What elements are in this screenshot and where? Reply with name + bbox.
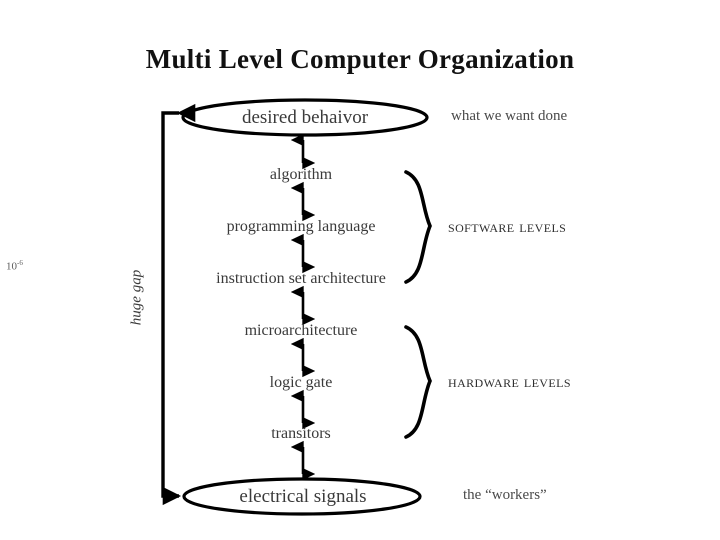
level-label-algorithm: algorithm: [269, 166, 333, 183]
brace-software-levels: [404, 170, 432, 284]
page-title: Multi Level Computer Organization: [145, 44, 575, 74]
group-label-hardware-levels: Hardware Levels: [448, 372, 571, 391]
node-label-desired-behavior: desired behaivor: [241, 107, 369, 128]
brace-hardware-levels: [404, 325, 432, 439]
level-label-logic-gate: logic gate: [269, 374, 333, 391]
huge-gap-label: huge gap: [128, 269, 145, 326]
annotation-what-we-want-done: what we want done: [451, 108, 568, 124]
scale-annotation: 10-6: [6, 259, 23, 273]
annotation-the-workers: the “workers”: [463, 487, 547, 503]
scale-exponent: -6: [17, 259, 23, 267]
level-label-instruction-set-architecture: instruction set architecture: [216, 270, 386, 287]
level-label-microarchitecture: microarchitecture: [244, 322, 358, 339]
node-label-electrical-signals: electrical signals: [239, 486, 367, 507]
level-label-transitors: transitors: [271, 425, 331, 442]
group-label-software-levels: Software Levels: [448, 217, 567, 236]
huge-gap-bracket: [161, 103, 196, 506]
scale-base: 10: [6, 260, 17, 273]
level-label-programming-language: programming language: [226, 218, 376, 235]
